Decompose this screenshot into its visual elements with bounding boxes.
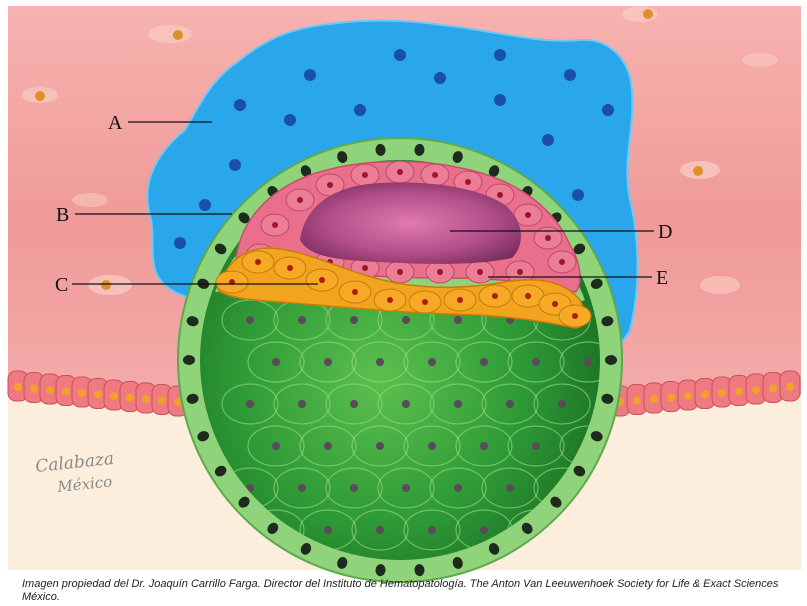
epithelial-nucleus (94, 391, 102, 399)
hypoblast-nucleus (572, 313, 578, 319)
hypoblast-nucleus (492, 293, 498, 299)
epithelial-nucleus (30, 385, 38, 393)
hypoblast-nucleus (352, 289, 358, 295)
epithelial-nucleus (718, 389, 726, 397)
cavity-nucleus (454, 316, 462, 324)
epiblast-nucleus (525, 212, 531, 218)
cavity-nucleus (558, 400, 566, 408)
cavity-nucleus (324, 442, 332, 450)
cavity-nucleus (480, 526, 488, 534)
cavity-nucleus (298, 316, 306, 324)
epiblast-nucleus (297, 197, 303, 203)
cavity-nucleus (454, 400, 462, 408)
hypoblast-nucleus (319, 277, 325, 283)
epiblast-nucleus (545, 235, 551, 241)
cavity-nucleus (272, 358, 280, 366)
hypoblast-nucleus (552, 301, 558, 307)
cavity-nucleus (298, 400, 306, 408)
epiblast-nucleus (497, 192, 503, 198)
cavity-nucleus (376, 358, 384, 366)
cavity-nucleus (324, 526, 332, 534)
epiblast-nucleus (362, 172, 368, 178)
cavity-nucleus (246, 400, 254, 408)
cavity-nucleus (532, 358, 540, 366)
label-c: C (55, 274, 68, 296)
label-b: B (56, 204, 69, 226)
epiblast-nucleus (397, 169, 403, 175)
epithelial-nucleus (126, 394, 134, 402)
epithelial-nucleus (769, 385, 777, 393)
hypoblast-nucleus (287, 265, 293, 271)
epiblast-nucleus (559, 259, 565, 265)
cavity-nucleus (480, 442, 488, 450)
cavity-nucleus (376, 526, 384, 534)
cavity-nucleus (428, 526, 436, 534)
epithelial-nucleus (633, 397, 641, 405)
hypoblast-nucleus (422, 299, 428, 305)
epiblast-nucleus (437, 269, 443, 275)
epiblast-nucleus (517, 269, 523, 275)
epiblast-nucleus (362, 265, 368, 271)
cavity-nucleus (506, 400, 514, 408)
epithelial-nucleus (46, 386, 54, 394)
cavity-nucleus (376, 442, 384, 450)
caption-line1: Imagen propiedad del Dr. Joaquín Carrill… (22, 578, 807, 591)
cavity-nucleus (246, 316, 254, 324)
epithelial-nucleus (650, 395, 658, 403)
epiblast-nucleus (465, 179, 471, 185)
epithelial-nucleus (110, 392, 118, 400)
label-e: E (656, 267, 668, 289)
cavity-nucleus (298, 484, 306, 492)
epithelial-nucleus (667, 394, 675, 402)
trophoblast-nucleus (183, 355, 195, 365)
epiblast-nucleus (477, 269, 483, 275)
cavity-nucleus (506, 484, 514, 492)
epithelial-nucleus (701, 391, 709, 399)
epiblast-nucleus (272, 222, 278, 228)
cavity-nucleus (532, 442, 540, 450)
epithelial-nucleus (684, 392, 692, 400)
label-a: A (108, 112, 123, 134)
cavity-nucleus (480, 358, 488, 366)
epithelial-nucleus (78, 389, 86, 397)
epithelial-nucleus (786, 383, 794, 391)
epithelial-nucleus (158, 397, 166, 405)
epiblast-nucleus (432, 172, 438, 178)
epiblast-nucleus (397, 269, 403, 275)
cavity-nucleus (350, 484, 358, 492)
cavity-nucleus (402, 484, 410, 492)
epithelial-nucleus (735, 388, 743, 396)
epithelial-nucleus (14, 383, 22, 391)
epithelial-nucleus (62, 388, 70, 396)
hypoblast-nucleus (525, 293, 531, 299)
cavity-nucleus (350, 316, 358, 324)
epiblast-nucleus (327, 182, 333, 188)
cavity-nucleus (324, 358, 332, 366)
cavity-nucleus (428, 442, 436, 450)
hypoblast-nucleus (255, 259, 261, 265)
cavity-nucleus (584, 358, 592, 366)
image-caption: Imagen propiedad del Dr. Joaquín Carrill… (22, 578, 807, 604)
cavity-nucleus (350, 400, 358, 408)
label-d: D (658, 221, 672, 243)
cavity-nucleus (454, 484, 462, 492)
hypoblast-nucleus (457, 297, 463, 303)
cavity-nucleus (402, 316, 410, 324)
hypoblast-nucleus (387, 297, 393, 303)
epithelial-nucleus (752, 386, 760, 394)
cavity-nucleus (428, 358, 436, 366)
cavity-nucleus (402, 400, 410, 408)
cavity-nucleus (272, 442, 280, 450)
epithelial-nucleus (142, 395, 150, 403)
caption-line2: México. (22, 591, 807, 604)
trophoblast-nucleus (605, 355, 617, 365)
